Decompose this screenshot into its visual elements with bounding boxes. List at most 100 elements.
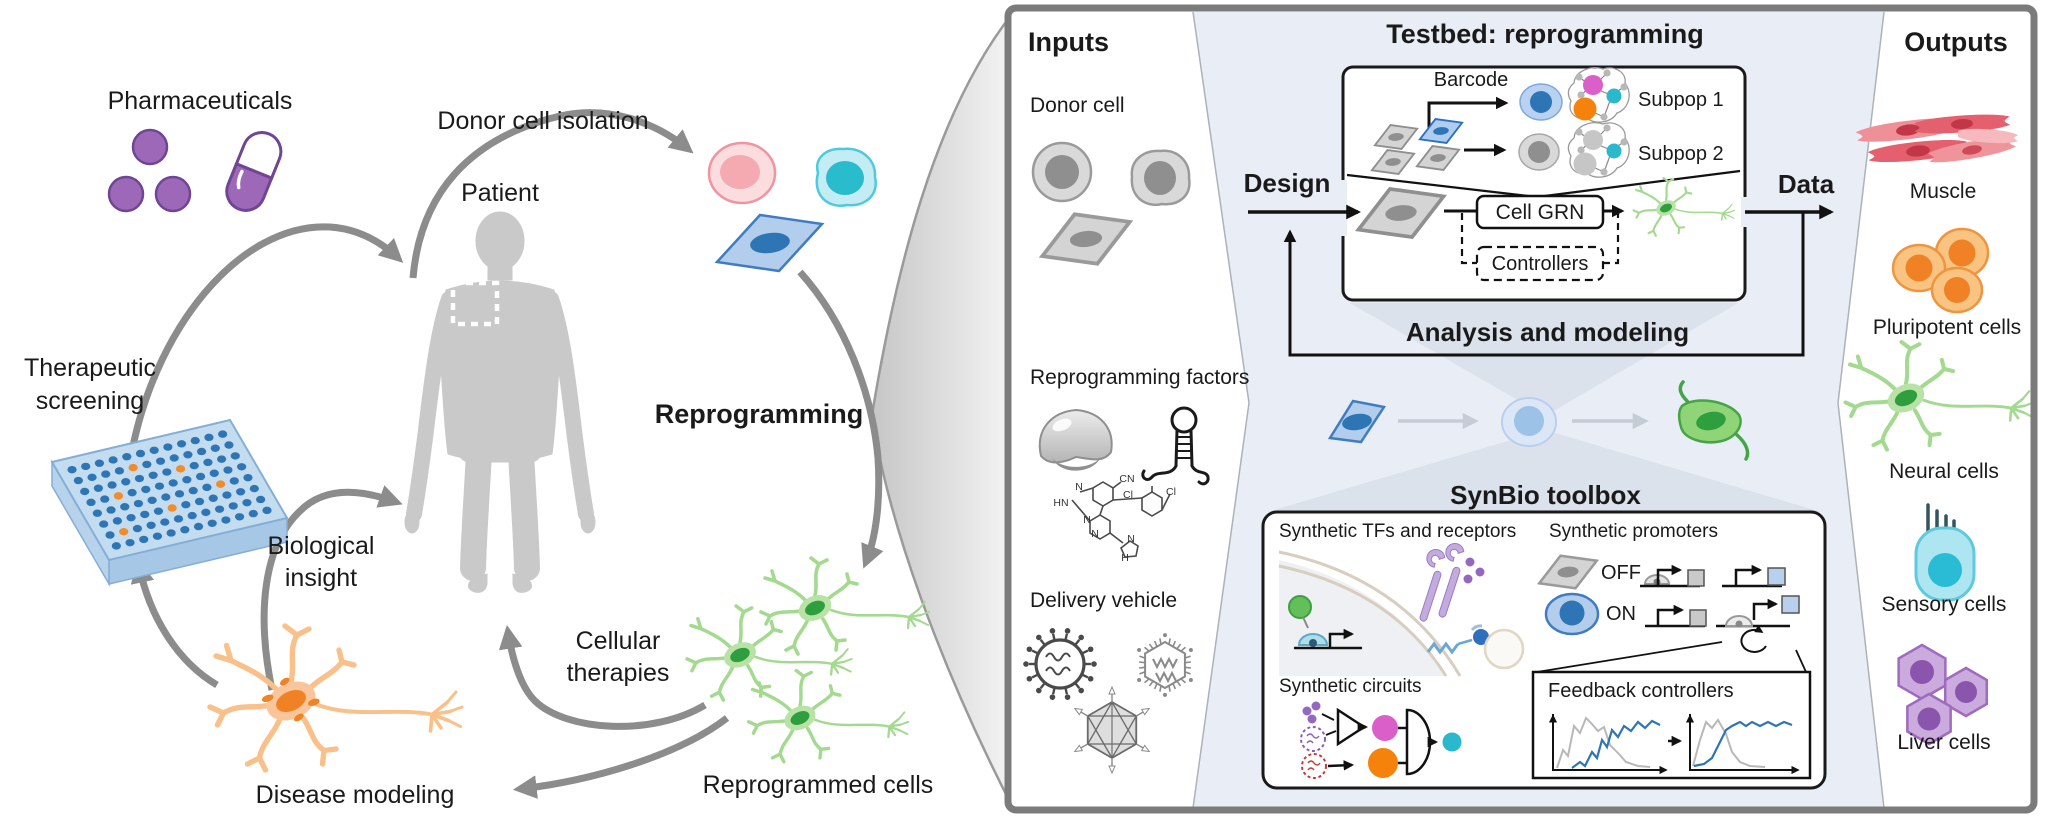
patient-label: Patient [461,179,539,207]
reprogramming-arrow [797,269,884,569]
promoters-label: Synthetic promoters [1549,521,1718,542]
tfs-receptors-label: Synthetic TFs and receptors [1279,521,1517,542]
to-disease-modeling-arrow [512,715,730,799]
isolated-cells-icon [707,141,877,273]
pluripotent-cells-icon [1891,227,1990,314]
well-plate-icon [50,418,289,587]
design-label: Design [1243,168,1331,198]
magnifier-wedge [870,13,1014,807]
subpop2-label: Subpop 2 [1638,143,1724,165]
dbtl-arrows [1248,204,1834,357]
screening-to-patient-arrow [126,223,404,463]
testbed-title: Testbed: reprogramming [1386,19,1704,49]
mol-n1: N [1075,481,1083,493]
donor-cell-label: Donor cell [1030,94,1125,117]
on-construct [1645,595,1800,653]
disease-modeling-label: Disease modeling [255,781,455,809]
subpop2-network [1567,122,1630,178]
delivery-vehicle-icons [1023,628,1193,775]
biopsy-site-marker [450,280,500,327]
orange-node [1368,748,1398,778]
sensory-cell-icon [1914,503,1976,602]
data-label: Data [1777,169,1835,199]
ligand-dots [1463,557,1485,584]
liver-label: Liver cells [1897,731,1991,754]
controller-links [1460,213,1620,265]
analysis-modeling-label: Analysis and modeling [1405,317,1690,347]
synthetic-receptor-icon [1426,624,1525,670]
donor-isolation-label: Donor cell isolation [437,107,649,135]
cellular-therapies-label: Cellular [575,627,661,655]
disease-neuron-icon [210,626,462,770]
synbio-circuits-art [1300,701,1462,779]
capsule-icon [225,131,283,212]
outputs-divider [1837,11,1885,809]
liver-cells-icon [1897,643,1989,746]
cell-grn-label: Cell GRN [1495,201,1585,224]
pluripotent-label: Pluripotent cells [1872,316,2022,339]
sensory-label: Sensory cells [1881,593,2007,616]
lentivirus-icon [1023,628,1097,700]
off-label: OFF [1601,562,1641,584]
vlp-icon [1137,633,1193,697]
mol-cl1: Cl [1123,489,1133,501]
synbio-title: SynBio toolbox [1450,480,1641,510]
biological-insight-arrow [260,485,403,691]
subpop1-label: Subpop 1 [1638,89,1724,111]
aav-icon [1073,685,1151,775]
cycle-arrows [126,109,884,799]
trace-blue-right [1693,720,1793,768]
biological-insight-label: Biological [267,532,375,560]
small-molecule-icon [1071,481,1171,558]
cell-transition-row [1327,380,1750,461]
off-construct [1640,564,1786,588]
inputs-divider [1192,11,1250,809]
pills-icon [107,128,192,213]
purple-receptor-icon [1419,542,1465,622]
mol-n2: N [1083,514,1091,526]
pharmaceuticals-label: Pharmaceuticals [107,87,293,115]
circuits-label: Synthetic circuits [1279,676,1422,697]
trace-gray-right [1692,718,1766,768]
reprogramming-label: Reprogramming [654,399,864,429]
insight-to-plate-arrow [130,559,219,689]
donor-isolation-arrow [409,109,694,279]
synbio-tfs-art [1278,542,1525,677]
therapeutic-screening-label2: screening [35,387,145,415]
subpop1-network [1567,67,1630,123]
barcode-arrow [1427,96,1509,128]
cellular-therapies-label2: therapies [566,659,670,687]
therapeutic-screening-label: Therapeutic [23,354,157,382]
muscle-label: Muscle [1909,180,1977,203]
panel-border [1004,4,2038,814]
reprogrammed-cells-icon [687,558,929,762]
cellular-therapies-arrow [498,624,707,730]
trace-blue-left [1571,719,1661,769]
barcode-label: Barcode [1433,69,1509,91]
feedback-controllers-art [1531,670,1812,780]
testbed-content [1346,67,1741,282]
biological-insight-label2: insight [284,564,358,592]
feedback-label: Feedback controllers [1548,680,1734,702]
patient-silhouette [404,211,596,593]
zoom-shade-upper [1350,303,1738,416]
reprogrammed-cells-label: Reprogrammed cells [702,771,934,799]
mol-cl2: Cl [1166,486,1176,498]
muscle-icon [1855,114,2019,163]
pink-node [1372,715,1398,741]
mol-n4: N [1127,533,1135,545]
trace-gray-left [1556,716,1651,769]
red-vector-icon [1301,753,1327,779]
analysis-loop [1283,213,1805,357]
controllers-label: Controllers [1491,253,1589,275]
reprogramming-factor-icons [1038,406,1210,558]
target-cell [1678,380,1750,461]
purple-vector-icon [1300,726,1326,752]
synbio-promoters-art [1536,554,1807,673]
synthetic-tf-icon [1288,595,1362,650]
rna-hairpin-icon [1141,406,1210,486]
mol-n3: N [1091,528,1099,540]
reprogramming-factors-label: Reprogramming factors [1030,366,1250,389]
